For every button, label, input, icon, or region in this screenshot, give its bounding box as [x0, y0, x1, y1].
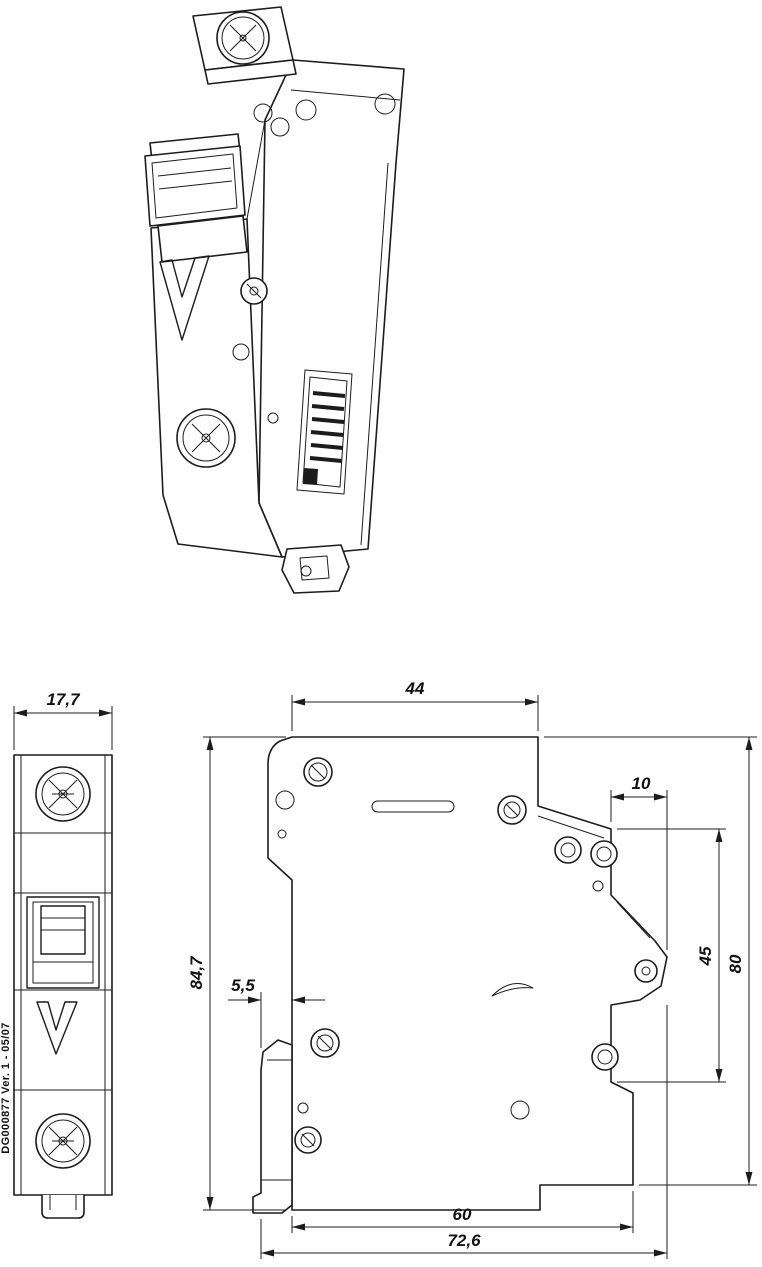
iso-housing-hole: [295, 99, 317, 121]
dim-label-front-width: 17,7: [46, 690, 81, 709]
front-view: [13, 754, 113, 1219]
side-vent-slot: [371, 800, 455, 813]
iso-housing-hole: [374, 93, 396, 115]
iso-top-terminal: [192, 6, 297, 85]
dim-total-depth: 72,6: [260, 1005, 668, 1259]
side-body-outline: [267, 736, 668, 1211]
dim-label-back-height: 80: [726, 954, 745, 973]
dim-rail-cutout: 45: [617, 828, 726, 1083]
dim-label-clip-protrusion: 5,5: [231, 976, 255, 995]
iso-side-rivet: [240, 277, 268, 305]
dim-label-base-depth: 60: [453, 1205, 472, 1224]
front-brand-mark: [36, 1001, 78, 1055]
iso-side-face: [258, 59, 405, 558]
dim-back-height: 80: [544, 736, 757, 1186]
iso-rivet-hole: [270, 117, 290, 137]
iso-toggle: [144, 133, 248, 263]
iso-small-hole: [232, 343, 250, 361]
side-view: [252, 736, 668, 1214]
front-screw-top: [35, 766, 91, 822]
dim-base-depth: 60: [291, 1191, 634, 1233]
side-screw-top-left: [303, 757, 333, 787]
iso-din-clip: [281, 544, 350, 594]
iso-rivet-hole: [253, 103, 273, 123]
front-clip-tab: [41, 1194, 85, 1219]
dim-top-depth: 44: [291, 679, 539, 731]
dim-label-total-depth: 72,6: [447, 1231, 481, 1250]
iso-screw-top: [216, 11, 270, 65]
dim-clip-protrusion: 5,5: [228, 976, 325, 1048]
dim-total-height: 84,7: [187, 736, 286, 1211]
side-terminal-screws: [554, 836, 618, 868]
iso-brand-mark: [159, 255, 210, 341]
front-screw-bottom: [35, 1113, 91, 1169]
dim-label-rail-cutout: 45: [696, 946, 715, 966]
side-mold-slot: [491, 983, 534, 997]
side-screw-bottom: [294, 1126, 322, 1154]
dim-hook-depth: 10: [610, 774, 668, 950]
side-screw-bottom-right: [591, 1043, 619, 1071]
doc-reference: DG000877 Ver. 1 - 05/07: [0, 1022, 12, 1154]
front-toggle: [26, 896, 100, 989]
dim-front-width: 17,7: [13, 690, 113, 750]
side-screw-bottom-left: [310, 1028, 340, 1058]
iso-front-screw: [176, 408, 236, 468]
side-front-hole: [275, 790, 295, 810]
side-screw-top-right: [497, 795, 527, 825]
dim-label-top-depth: 44: [405, 679, 425, 698]
isometric-view: [144, 6, 405, 594]
iso-barcode-label: [296, 369, 353, 495]
dimension-annotations: 17,7 44 10 84,7 5,5 45: [13, 679, 757, 1259]
dim-label-hook-depth: 10: [632, 774, 651, 793]
dim-label-total-height: 84,7: [187, 955, 206, 990]
iso-small-hole: [267, 412, 279, 424]
side-din-latch: [616, 901, 658, 983]
side-slide-clip: [252, 1039, 293, 1214]
